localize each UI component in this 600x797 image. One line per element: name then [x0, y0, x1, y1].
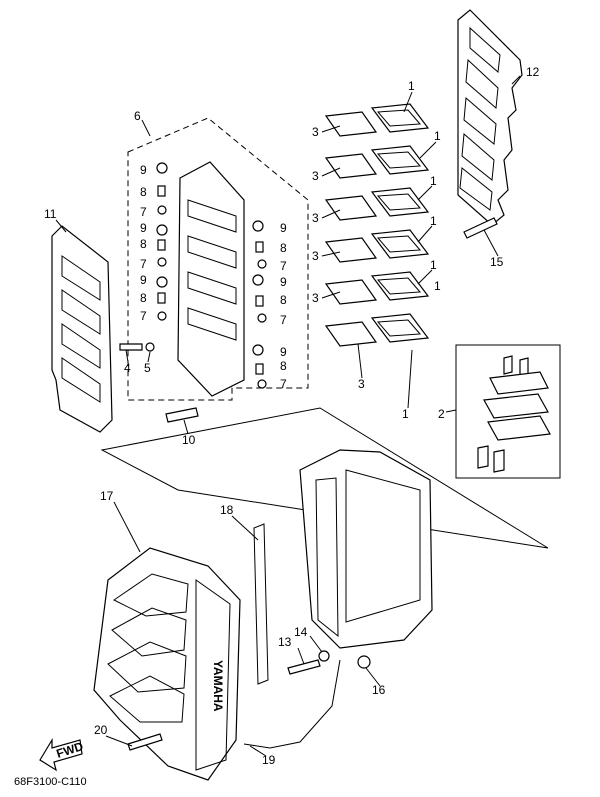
- callout-2: 2: [438, 407, 445, 421]
- callout-1: 1: [402, 407, 409, 421]
- callout-8: 8: [280, 293, 287, 307]
- yamaha-brand-text: YAMAHA: [211, 660, 225, 712]
- callout-3: 3: [312, 291, 319, 305]
- mounting-plane-outline: [100, 407, 549, 549]
- callout-7: 7: [280, 313, 287, 327]
- silencer-cover-17: YAMAHA: [93, 547, 241, 781]
- callout-19: 19: [262, 753, 276, 767]
- seal-18: [253, 523, 269, 685]
- bolt-13: [287, 659, 321, 675]
- stopper-3b: [324, 153, 378, 179]
- reed-valve-detail-box: [455, 344, 561, 479]
- callout-6: 6: [134, 109, 141, 123]
- callout-3: 3: [312, 211, 319, 225]
- callout-4: 4: [124, 361, 131, 375]
- reed-valve-stack: [324, 103, 430, 347]
- callout-9: 9: [140, 163, 147, 177]
- callout-17: 17: [100, 489, 114, 503]
- callout-8: 8: [280, 359, 287, 373]
- callout-15: 15: [490, 255, 504, 269]
- callout-7: 7: [140, 205, 147, 219]
- callout-1: 1: [434, 279, 441, 293]
- washer-5: [145, 342, 155, 352]
- fittings-left: [156, 162, 168, 321]
- stopper-3e: [324, 279, 378, 305]
- callout-8: 8: [280, 241, 287, 255]
- callout-1: 1: [430, 174, 437, 188]
- callout-18: 18: [220, 503, 234, 517]
- gasket-12: [457, 9, 523, 226]
- screw-15: [463, 217, 498, 239]
- bolt-4: [119, 343, 143, 351]
- fwd-arrow-icon: FWD: [39, 737, 85, 772]
- fittings-right: [252, 220, 267, 389]
- callout-8: 8: [140, 185, 147, 199]
- reed-valve-1c: [370, 187, 430, 217]
- callout-8: 8: [140, 291, 147, 305]
- intake-manifold-body: [299, 449, 433, 649]
- reed-valve-1e: [370, 271, 430, 301]
- gasket-11: [51, 225, 113, 433]
- reed-valve-1a: [370, 103, 430, 133]
- callout-9: 9: [280, 275, 287, 289]
- callout-1: 1: [408, 79, 415, 93]
- callout-12: 12: [526, 65, 540, 79]
- leader-lines: [55, 75, 521, 757]
- callout-20: 20: [94, 723, 108, 737]
- nut-16: [357, 655, 371, 669]
- stopper-3f: [324, 321, 378, 347]
- callout-9: 9: [280, 221, 287, 235]
- callout-3: 3: [312, 125, 319, 139]
- callout-7: 7: [140, 257, 147, 271]
- callout-9: 9: [140, 221, 147, 235]
- callout-1: 1: [434, 129, 441, 143]
- callout-10: 10: [182, 433, 196, 447]
- diagram-code: 68F3100-C110: [14, 776, 87, 788]
- callout-7: 7: [280, 377, 287, 391]
- callout-14: 14: [294, 625, 308, 639]
- hose-19: [243, 659, 341, 749]
- callout-7: 7: [280, 259, 287, 273]
- callout-3: 3: [312, 169, 319, 183]
- callout-16: 16: [372, 683, 386, 697]
- callout-3: 3: [312, 249, 319, 263]
- dashed-box-6: [127, 117, 309, 401]
- callout-labels: 1 1 1 1 1 1 1 2 3 3 3 3 3 3 4 5 6 7 7 7 …: [44, 65, 540, 767]
- reed-valve-1f: [370, 313, 430, 343]
- callout-9: 9: [140, 273, 147, 287]
- callout-1: 1: [430, 258, 437, 272]
- callout-13: 13: [278, 635, 292, 649]
- callout-11: 11: [44, 207, 57, 221]
- callout-3: 3: [358, 377, 365, 391]
- stopper-3c: [324, 195, 378, 221]
- callout-8: 8: [140, 237, 147, 251]
- callout-9: 9: [280, 345, 287, 359]
- stopper-3d: [324, 237, 378, 263]
- stopper-3a: [324, 111, 378, 137]
- reed-valve-1b: [370, 145, 430, 175]
- callout-7: 7: [140, 309, 147, 323]
- bolt-20: [127, 733, 163, 751]
- callout-5: 5: [144, 361, 151, 375]
- reed-valve-1d: [370, 229, 430, 259]
- bolt-10: [165, 407, 199, 423]
- washer-14: [318, 650, 330, 662]
- callout-1: 1: [430, 214, 437, 228]
